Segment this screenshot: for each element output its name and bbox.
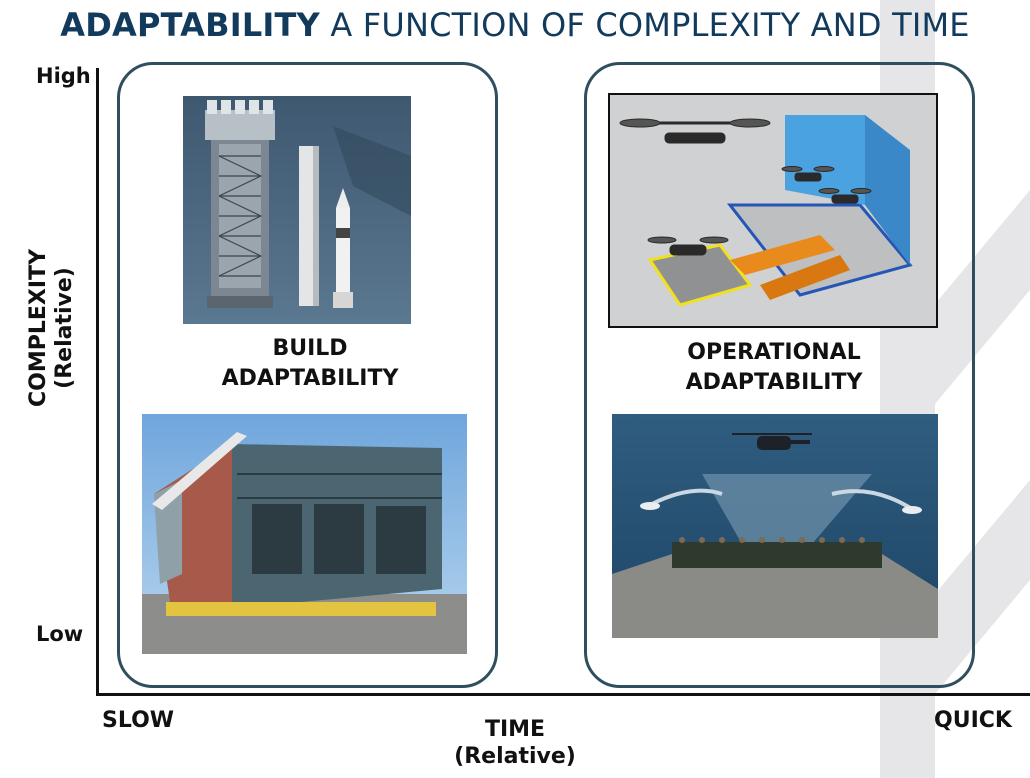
operational-label-line2: ADAPTABILITY xyxy=(685,370,863,395)
y-axis-title-line2: (Relative) xyxy=(52,267,77,389)
y-axis-line xyxy=(96,68,99,696)
x-axis-quick-label: QUICK xyxy=(934,708,1012,733)
build-label-line1: BUILD xyxy=(272,336,348,361)
operational-adaptability-label: OPERATIONAL ADAPTABILITY xyxy=(624,338,924,398)
x-axis-line xyxy=(96,693,1030,696)
tower-rocket-image xyxy=(183,96,411,324)
x-axis-slow-label: SLOW xyxy=(102,708,175,733)
x-axis-title: TIME (Relative) xyxy=(440,716,590,770)
helicopter-sea-image xyxy=(612,414,938,638)
y-axis-low-label: Low xyxy=(36,622,84,646)
drone-hangar-image xyxy=(608,93,938,328)
build-label-line2: ADAPTABILITY xyxy=(221,366,399,391)
y-axis-high-label: High xyxy=(36,64,91,88)
title-rest: A FUNCTION OF COMPLEXITY AND TIME xyxy=(330,6,970,44)
x-axis-title-line2: (Relative) xyxy=(454,744,576,769)
operational-label-line1: OPERATIONAL xyxy=(687,340,861,365)
build-adaptability-label: BUILD ADAPTABILITY xyxy=(160,334,460,394)
x-axis-title-line1: TIME xyxy=(484,717,546,742)
operational-adaptability-panel xyxy=(584,62,975,688)
build-adaptability-panel xyxy=(117,62,498,688)
title-bold: ADAPTABILITY xyxy=(60,6,320,44)
y-axis-title-line1: COMPLEXITY xyxy=(26,249,51,407)
diagram-title: ADAPTABILITY A FUNCTION OF COMPLEXITY AN… xyxy=(0,6,1030,44)
ship-hull-image xyxy=(142,414,467,654)
